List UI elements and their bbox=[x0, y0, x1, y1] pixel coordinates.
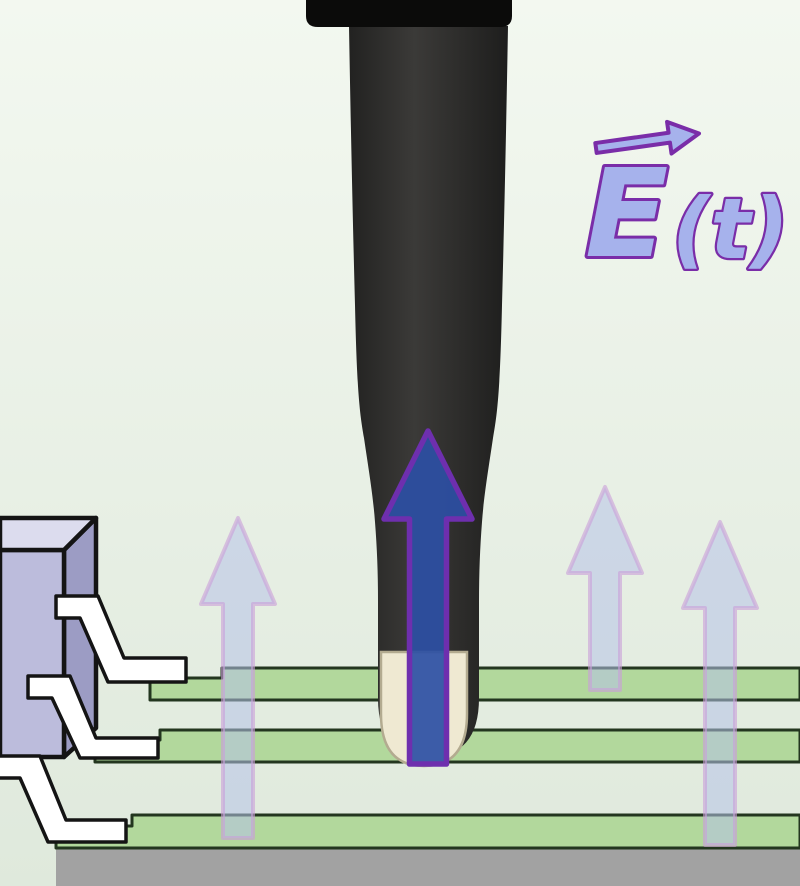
efield-main-arrow bbox=[381, 428, 475, 767]
field-arrow-right-2 bbox=[681, 520, 759, 847]
chip-lead-1 bbox=[54, 594, 188, 684]
chip-top-face bbox=[0, 515, 99, 553]
chip-lead-3 bbox=[0, 754, 128, 844]
field-arrow-left bbox=[199, 516, 277, 840]
probe-body bbox=[338, 26, 508, 757]
efield-symbol: E bbox=[585, 143, 668, 285]
vector-arrow-icon bbox=[593, 119, 701, 156]
field-arrow-right-1 bbox=[566, 485, 644, 692]
board-edge bbox=[56, 848, 800, 886]
chip-leads bbox=[0, 594, 188, 844]
probe-cap bbox=[306, 0, 512, 27]
chip-lead-2 bbox=[26, 674, 160, 760]
efield-label-group: E (t) bbox=[582, 119, 791, 288]
field-arrows bbox=[199, 485, 759, 847]
chip-front-face bbox=[0, 547, 67, 760]
efield-time-argument: (t) bbox=[672, 180, 789, 278]
pcb-trace-bottom bbox=[54, 813, 800, 850]
